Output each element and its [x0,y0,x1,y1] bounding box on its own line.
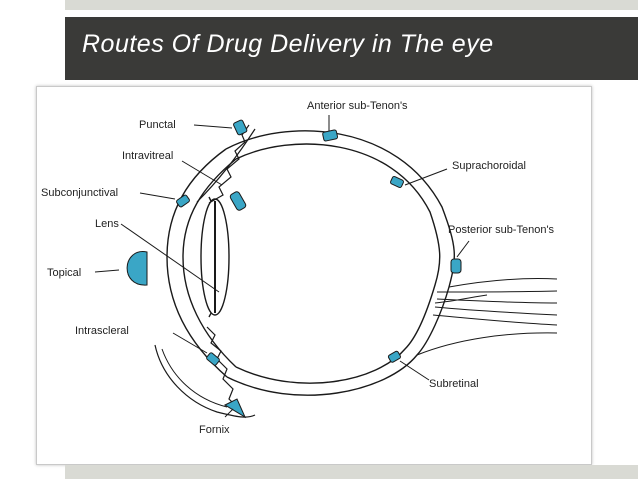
optic-nerve [416,278,558,356]
subretinal-implant-icon [387,350,401,363]
fornix-insert-icon [223,398,247,419]
eyeball [166,130,456,396]
label-anterior-sub-tenons: Anterior sub-Tenon's [307,100,408,112]
lens [200,198,230,316]
posterior-sub-tenons-implant-icon [450,258,462,274]
label-topical: Topical [47,267,81,279]
lower-lid-outline [154,344,256,418]
eye-diagram: Punctal Intravitreal Subconjunctival Len… [41,100,558,436]
label-intravitreal: Intravitreal [122,150,173,162]
label-punctal: Punctal [139,119,176,131]
intravitreal-implant-icon [229,191,247,211]
leader-lines [94,115,470,418]
label-posterior-sub-tenons: Posterior sub-Tenon's [448,224,555,236]
punctal-plug-icon [233,119,248,136]
subconjunctival-implant-icon [176,194,190,208]
upper-eyelid [208,124,250,204]
label-lens: Lens [95,218,119,230]
eye-diagram-figure: Punctal Intravitreal Subconjunctival Len… [36,86,592,465]
label-subretinal: Subretinal [429,378,479,390]
intrascleral-implant-icon [206,352,220,366]
topical-drop-icon [126,251,148,286]
label-fornix: Fornix [199,424,230,436]
top-decor-band [65,0,638,10]
label-suprachoroidal: Suprachoroidal [452,160,526,172]
upper-lid-margin [196,128,256,203]
lower-eyelid [206,326,240,410]
label-intrascleral: Intrascleral [75,325,129,337]
implants [126,119,462,419]
label-subconjunctival: Subconjunctival [41,187,118,199]
title-bar [65,17,638,80]
anterior-sub-tenons-implant-icon [322,129,339,142]
bottom-decor-band [65,465,638,479]
slide-title: Routes Of Drug Delivery in The eye [82,30,494,58]
suprachoroidal-implant-icon [390,175,404,189]
